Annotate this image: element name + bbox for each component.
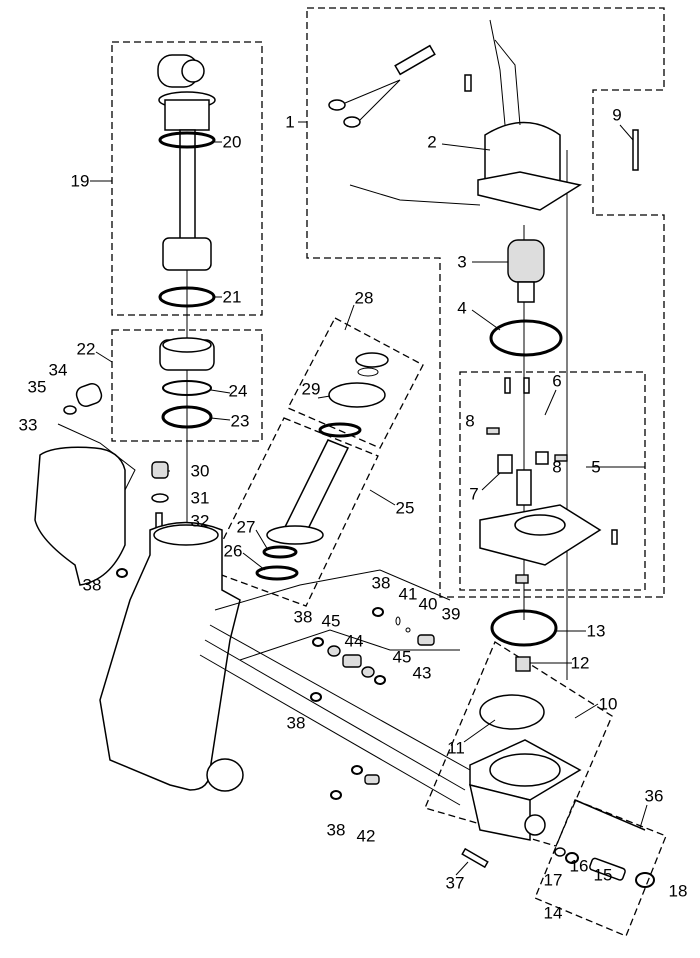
callout-2: 2 <box>427 132 437 152</box>
callout-19: 19 <box>70 171 90 191</box>
callout-37: 37 <box>445 873 465 893</box>
callout-11: 11 <box>447 738 465 758</box>
callout-38: 38 <box>286 713 306 733</box>
callout-12: 12 <box>570 653 590 673</box>
piston-22 <box>159 337 215 429</box>
motor-2 <box>328 19 639 211</box>
callout-6: 6 <box>552 371 562 391</box>
callout-31: 31 <box>190 488 210 508</box>
trim-housing <box>99 521 241 791</box>
callout-40: 40 <box>418 594 438 614</box>
cover-33 <box>34 446 126 586</box>
callout-25: 25 <box>395 498 415 518</box>
callout-38: 38 <box>371 573 391 593</box>
callout-1: 1 <box>285 112 295 132</box>
callout-32: 32 <box>190 511 210 531</box>
callout-8: 8 <box>552 457 562 477</box>
callout-15: 15 <box>593 865 613 885</box>
callout-45: 45 <box>392 647 412 667</box>
callout-10: 10 <box>598 694 618 714</box>
group-box-25 <box>207 417 379 607</box>
callout-24: 24 <box>228 381 248 401</box>
callout-38: 38 <box>82 575 102 595</box>
group-box-1 <box>306 7 665 598</box>
callout-14: 14 <box>543 903 563 923</box>
callout-33: 33 <box>18 415 38 435</box>
callout-20: 20 <box>222 132 242 152</box>
callout-35: 35 <box>27 377 47 397</box>
callout-29: 29 <box>301 379 321 399</box>
group-box-10 <box>424 641 613 847</box>
tilt-cylinder-25 <box>255 352 389 581</box>
callout-43: 43 <box>412 663 432 683</box>
leader-lines <box>90 121 648 876</box>
callout-4: 4 <box>457 298 467 318</box>
tilt-rod-19 <box>157 54 216 308</box>
callout-42: 42 <box>356 826 376 846</box>
callout-34: 34 <box>48 360 68 380</box>
callout-23: 23 <box>230 411 250 431</box>
callout-38: 38 <box>293 607 313 627</box>
callout-9: 9 <box>612 105 622 125</box>
callout-30: 30 <box>190 461 210 481</box>
callout-36: 36 <box>644 786 664 806</box>
callout-38: 38 <box>326 820 346 840</box>
callout-39: 39 <box>441 604 461 624</box>
callout-13: 13 <box>586 621 606 641</box>
callout-18: 18 <box>668 881 688 901</box>
callout-5: 5 <box>591 457 601 477</box>
group-box-28 <box>287 317 424 449</box>
callout-45: 45 <box>321 611 341 631</box>
armature-3 <box>507 239 545 303</box>
pump-housing-10 <box>469 694 582 841</box>
callout-3: 3 <box>457 252 467 272</box>
callout-44: 44 <box>344 631 364 651</box>
callout-22: 22 <box>76 339 96 359</box>
callout-17: 17 <box>543 870 563 890</box>
callout-27: 27 <box>236 517 256 537</box>
callout-26: 26 <box>223 541 243 561</box>
brush-holder-5 <box>479 377 618 584</box>
callout-21: 21 <box>222 287 242 307</box>
callout-8: 8 <box>465 411 475 431</box>
callout-16: 16 <box>569 856 589 876</box>
callout-41: 41 <box>398 584 418 604</box>
callout-28: 28 <box>354 288 374 308</box>
group-box-5 <box>459 371 646 591</box>
callout-7: 7 <box>469 484 479 504</box>
